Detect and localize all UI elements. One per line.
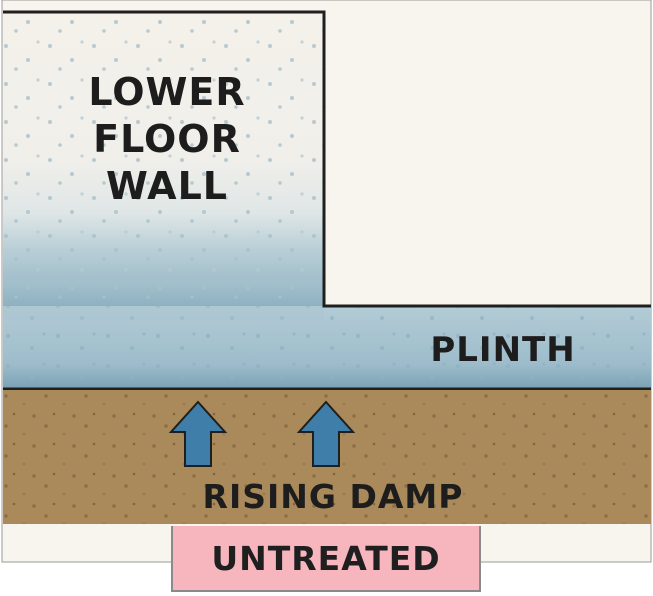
wall-outline xyxy=(3,10,651,308)
damp-blend xyxy=(3,280,324,320)
up-arrow-icon xyxy=(296,400,356,467)
wall-label-line-2: FLOOR xyxy=(93,117,241,161)
up-arrow-icon xyxy=(168,400,228,467)
wall-texture xyxy=(3,12,324,308)
status-badge: UNTREATED xyxy=(171,526,481,592)
rising-damp-label: RISING DAMP xyxy=(203,477,464,516)
wall-label-line-3: WALL xyxy=(106,164,228,208)
plinth-label: PLINTH xyxy=(430,330,575,370)
wall-label-line-1: LOWER xyxy=(88,70,245,114)
status-badge-label: UNTREATED xyxy=(211,538,441,578)
plinth-texture xyxy=(3,306,651,389)
